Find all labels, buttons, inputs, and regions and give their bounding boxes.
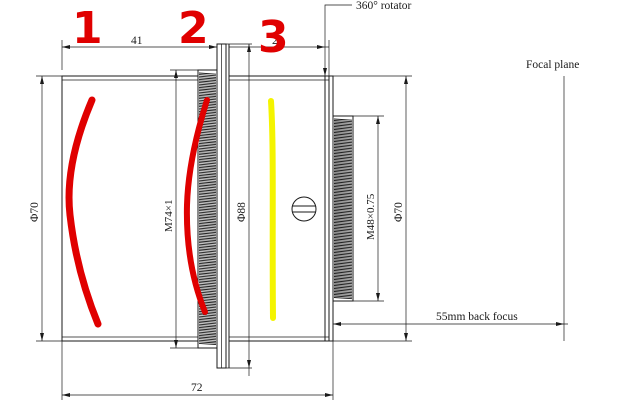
dim-phi88-label: Φ88 <box>236 202 248 222</box>
flange-88 <box>216 43 230 369</box>
back-focus-label: 55mm back focus <box>436 311 518 323</box>
rotator-ring <box>324 75 334 342</box>
locking-screw <box>291 196 317 222</box>
dim-41-label: 41 <box>131 35 143 47</box>
m48-thread <box>332 115 354 302</box>
hand-mark-3: 3 <box>258 12 289 63</box>
m74-thread <box>197 69 218 349</box>
rotator-leader <box>324 4 352 76</box>
hand-mark-2: 2 <box>178 3 209 54</box>
hand-mark-1: 1 <box>72 3 103 54</box>
dim-phi70-left-label: Φ70 <box>29 202 41 222</box>
dim-72-label: 72 <box>191 382 203 394</box>
red-stroke-section-1 <box>65 96 102 328</box>
dim-m48-label: M48×0.75 <box>365 193 377 240</box>
handwritten-markup: 1 2 3 <box>65 3 289 328</box>
yellow-stroke-section-3 <box>268 98 276 321</box>
dim-phi70-right-label: Φ70 <box>393 202 405 222</box>
red-stroke-section-2 <box>183 97 210 315</box>
dim-m74-label: M74×1 <box>163 200 175 232</box>
rotator-label: 360° rotator <box>356 0 412 12</box>
focal-plane-label: Focal plane <box>526 59 579 71</box>
dim-2-label: 2 <box>272 35 278 47</box>
